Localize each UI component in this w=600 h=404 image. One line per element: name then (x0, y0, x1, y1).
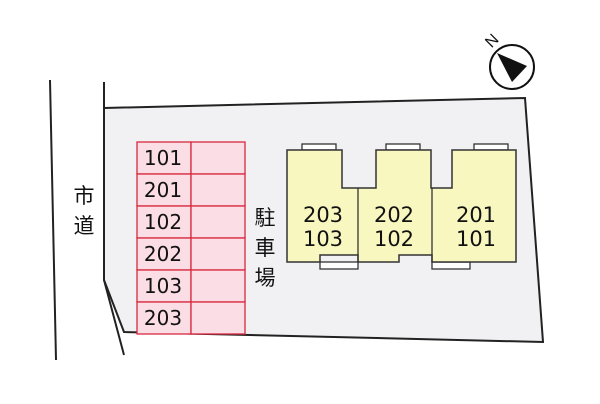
parking-spot-cell (190, 205, 246, 239)
parking-label-char: 場 (254, 266, 276, 290)
parking-spot-cell (136, 301, 192, 335)
unit-number-lower: 101 (455, 227, 497, 251)
parking-spot-label: 202 (143, 242, 183, 266)
unit-number-upper: 201 (455, 203, 497, 227)
parking-spot-label: 103 (143, 274, 183, 298)
street-label: 市 道 (66, 180, 102, 240)
street-label-char: 市 (73, 184, 95, 208)
parking-spot-cell (190, 141, 246, 175)
building-outline (286, 149, 517, 263)
parking-spot-label: 201 (143, 178, 183, 202)
parking-spot-label: 203 (143, 306, 183, 330)
parking-spot-label: 101 (143, 146, 183, 170)
parking-spots (136, 141, 246, 335)
parking-spot-cell (190, 173, 246, 207)
building-tabs (301, 143, 509, 270)
compass-needle-icon (497, 53, 527, 82)
unit-label-west: 203 103 (285, 203, 361, 251)
unit-number-upper: 202 (373, 203, 415, 227)
parking-spot-cell (136, 141, 192, 175)
street-edge-left (49, 79, 57, 361)
building-tab (301, 143, 337, 151)
unit-number-lower: 102 (373, 227, 415, 251)
building-tab (319, 261, 359, 270)
unit-label-east: 201 101 (438, 203, 514, 251)
north-compass: N (482, 31, 535, 90)
parking-spot-cell (190, 237, 246, 271)
building-tab (473, 143, 509, 151)
building-tab (431, 261, 471, 270)
unit-number-lower: 103 (302, 227, 344, 251)
parking-label: 駐 車 場 (250, 202, 280, 292)
parking-spot-cell (190, 269, 246, 303)
building-tab (385, 143, 421, 151)
unit-number-upper: 203 (302, 203, 344, 227)
parking-spot-cell (190, 301, 246, 335)
unit-label-center: 202 102 (356, 203, 432, 251)
parking-label-char: 車 (254, 236, 276, 260)
street-label-char: 道 (73, 214, 95, 238)
parking-spot-label: 102 (143, 210, 183, 234)
parking-label-char: 駐 (254, 206, 276, 230)
